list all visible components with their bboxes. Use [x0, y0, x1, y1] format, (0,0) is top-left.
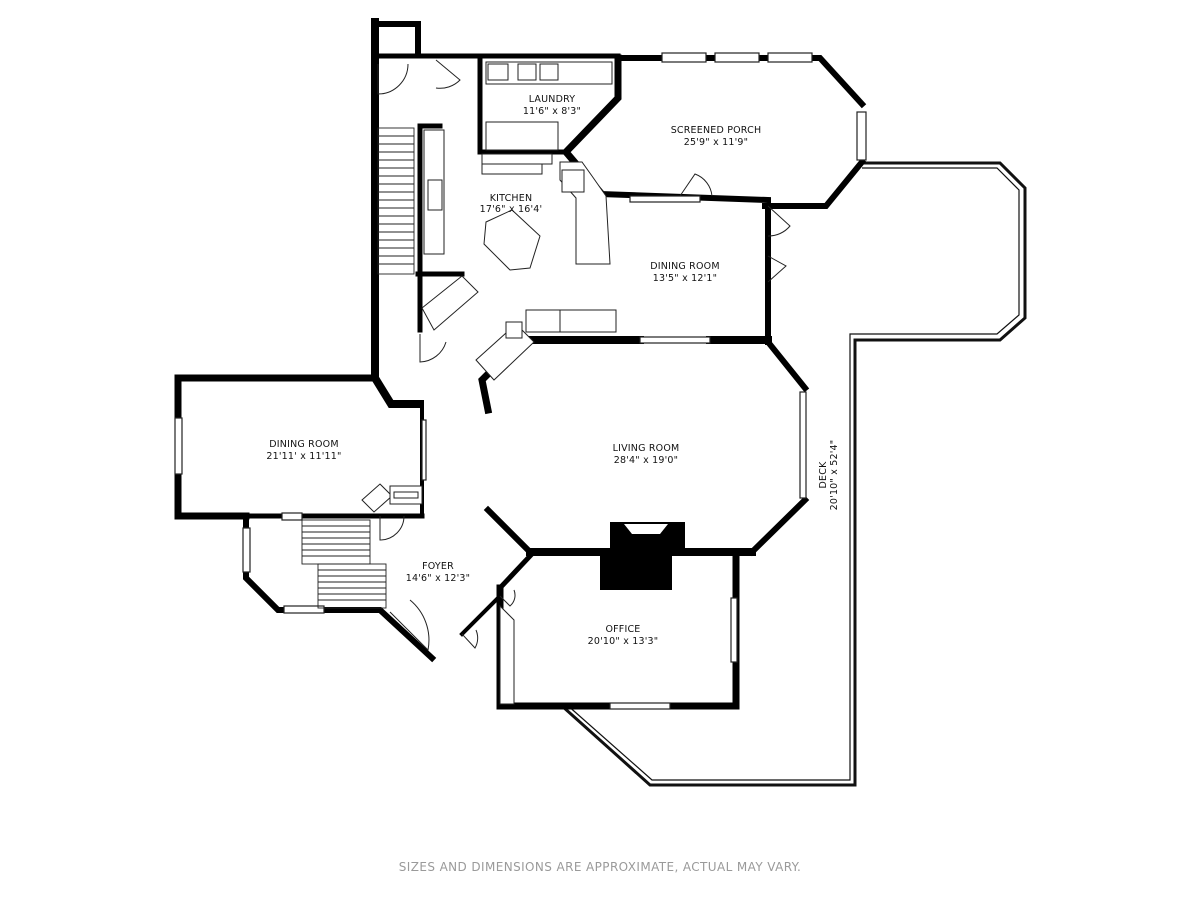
- dining-room-west-name: DINING ROOM: [269, 439, 338, 450]
- screened-porch-dims: 25'9" x 11'9": [684, 137, 749, 148]
- doors: [377, 59, 791, 652]
- foyer-name: FOYER: [422, 561, 454, 572]
- fixtures: [361, 61, 617, 705]
- laundry-name: LAUNDRY: [529, 94, 576, 105]
- fireplace: [600, 522, 685, 590]
- kitchen-dims: 17'6" x 16'4': [480, 204, 543, 215]
- dining-room-west-dims: 21'11' x 11'11": [266, 451, 341, 462]
- dining-room-east-name: DINING ROOM: [650, 261, 719, 272]
- kitchen-name: KITCHEN: [490, 193, 533, 204]
- laundry-dims: 11'6" x 8'3": [523, 106, 581, 117]
- room-labels: LAUNDRY 11'6" x 8'3" SCREENED PORCH 25'9…: [266, 94, 840, 647]
- office-name: OFFICE: [605, 624, 640, 635]
- office-dims: 20'10" x 13'3": [588, 636, 659, 647]
- deck-dims: 20'10" x 52'4": [829, 440, 840, 511]
- foyer-dims: 14'6" x 12'3": [406, 573, 471, 584]
- stairs: [301, 127, 415, 609]
- disclaimer-text: SIZES AND DIMENSIONS ARE APPROXIMATE, AC…: [398, 860, 802, 874]
- deck-outline: [560, 161, 1027, 787]
- dining-room-east-dims: 13'5" x 12'1": [653, 273, 718, 284]
- living-room-name: LIVING ROOM: [613, 443, 680, 454]
- windows: [174, 52, 867, 710]
- screened-porch-name: SCREENED PORCH: [671, 125, 762, 136]
- deck-name: DECK: [818, 461, 829, 489]
- living-room-dims: 28'4" x 19'0": [614, 455, 679, 466]
